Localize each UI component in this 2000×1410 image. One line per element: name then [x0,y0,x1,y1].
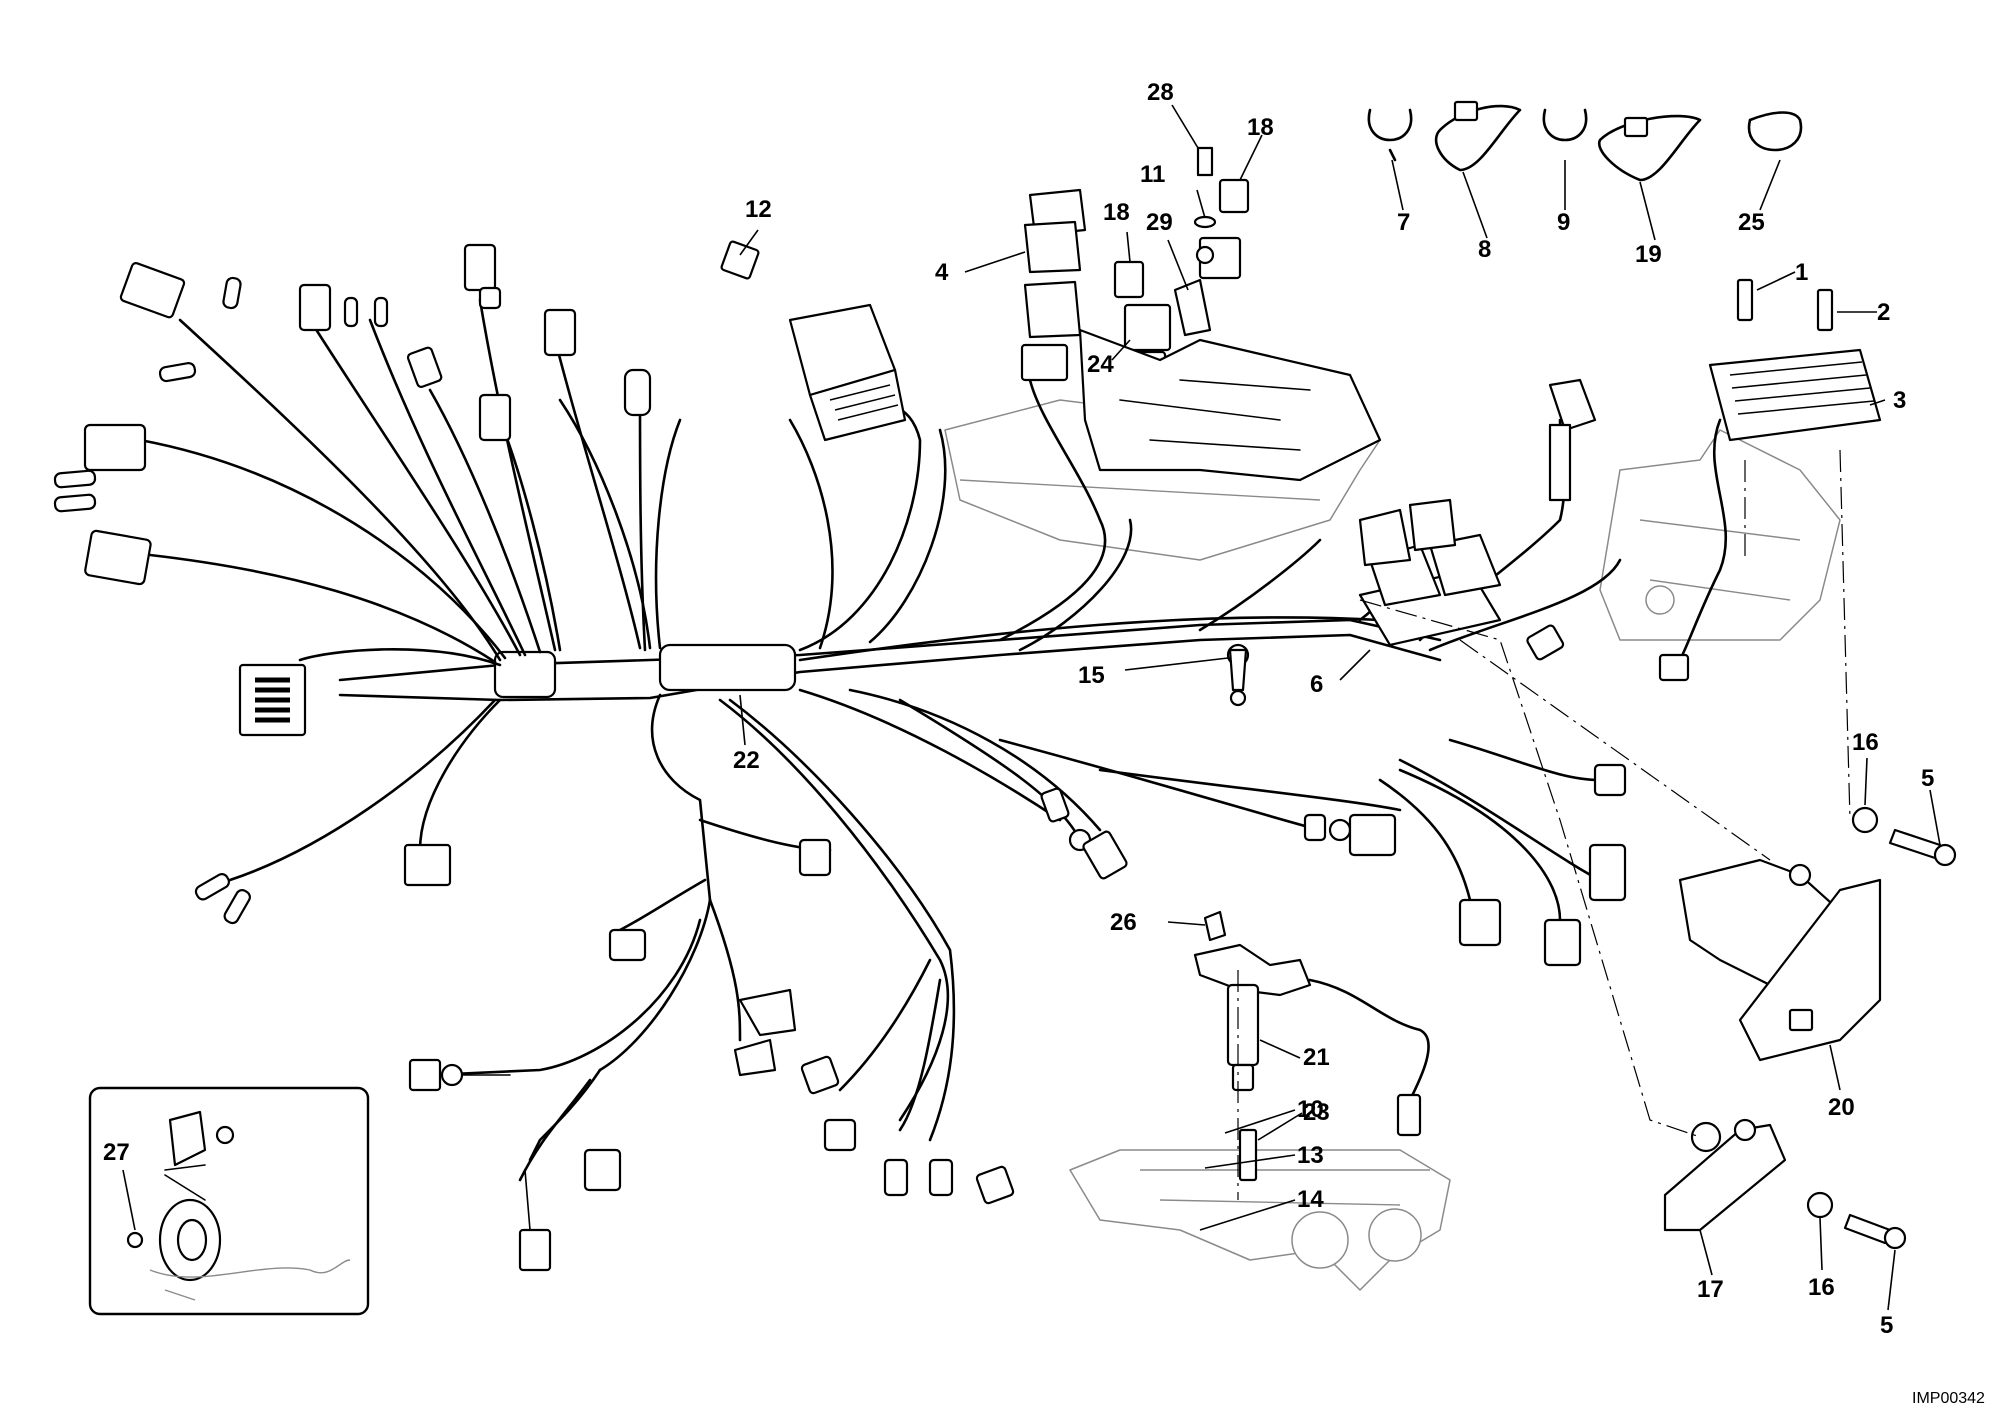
harness-sleeve-2 [658,643,797,692]
connector-lower-5 [583,1148,622,1192]
bolt-5b [1843,1213,1892,1245]
assembly-dash-lines [1237,449,1851,1200]
callout-14: 14 [1297,1186,1324,1213]
relay-fuse-group [720,146,1597,502]
screw-28 [1196,146,1214,177]
callout-10: 10 [1297,1096,1324,1123]
callout-2: 2 [1877,299,1890,326]
voltage-regulator [1658,278,1882,682]
callout-26: 26 [1110,909,1137,936]
callout-12: 12 [745,196,772,223]
callout-11: 11 [1140,161,1165,188]
connector-right-4 [1593,763,1627,797]
connector-left-2 [83,423,147,472]
callout-24: 24 [1087,351,1114,378]
connector-centre-1 [1082,830,1128,880]
callout-22: 22 [733,747,760,774]
callout-3: 3 [1893,387,1906,414]
callout-13: 13 [1297,1142,1324,1169]
callout-4: 4 [935,259,949,286]
callout-27: 27 [103,1139,130,1166]
relay-24 [1123,303,1172,352]
harness-connectors [53,243,1627,1272]
connector-right-2 [1543,918,1582,967]
diagram-reference-code: IMP00342 [1912,1390,1985,1407]
connector-right-1 [1458,898,1502,947]
connector-lower-4 [408,1058,442,1092]
part-18-left [1113,260,1145,299]
callout-7: 7 [1397,209,1410,236]
connector-top-6 [623,368,652,417]
connector-lower-1 [403,843,452,887]
callout-8: 8 [1478,236,1491,263]
callout-23: 23 [1303,1099,1330,1126]
spark-plug-23 [1238,1128,1258,1182]
connector-lower-2 [608,928,647,962]
screw-2 [1816,288,1834,332]
connector-top-left-1 [119,261,186,319]
callout-5-upper: 5 [1921,765,1934,792]
callout-6: 6 [1310,671,1323,698]
callout-18-left: 18 [1103,199,1130,226]
callout-15: 15 [1078,662,1105,689]
washer-11 [1193,215,1217,229]
connector-lower-3 [798,838,832,877]
nut-26 [1203,910,1227,942]
callout-18-right: 18 [1247,114,1274,141]
callout-labels: 1 2 3 4 5 5 6 7 8 9 10 11 12 13 14 15 16… [103,79,1934,1339]
cable-clips [1367,100,1803,182]
part-12 [720,240,760,280]
connector-centre-2 [1348,813,1397,857]
part-18-right [1218,178,1250,214]
horn-bracket [168,1110,207,1167]
callout-17: 17 [1697,1276,1724,1303]
brackets [1663,806,1957,1250]
screw-27 [126,1231,144,1249]
callout-20: 20 [1828,1094,1855,1121]
callout-25: 25 [1738,209,1765,236]
washer-16a [1851,806,1879,834]
connector-top-3 [463,243,497,292]
bracket-17 [1663,1123,1787,1232]
mounting-plate [1078,328,1382,482]
clip-9 [1542,108,1588,142]
callout-leaders [122,104,1941,1311]
bracket-29 [1173,278,1212,337]
connector-top-4 [543,308,577,357]
relay-box-6 [1226,498,1502,707]
callout-21: 21 [1303,1044,1330,1071]
clip-7 [1367,108,1413,142]
callout-16-lower: 16 [1808,1274,1835,1301]
callout-28: 28 [1147,79,1174,106]
ignition-coil [1193,910,1430,1182]
callout-1: 1 [1795,259,1808,286]
callout-5-lower: 5 [1880,1312,1893,1339]
tie-19 [1597,114,1702,182]
connector-left-3 [84,529,152,586]
connector-top-5 [478,393,512,442]
inset-frame [88,1086,370,1316]
screw-10 [215,1125,235,1145]
main-wiring-harness [138,298,1622,1182]
connector-right-3 [1588,843,1627,902]
callout-29: 29 [1146,209,1173,236]
callout-16-upper: 16 [1852,729,1879,756]
connector-top-right [1548,378,1597,432]
connector-top-2 [298,283,332,332]
bolt-5a [1888,828,1942,860]
callout-9: 9 [1557,209,1570,236]
fuse-holder-bottom [1023,280,1082,339]
coil-21 [1193,943,1312,997]
washer-16b [1806,1191,1834,1219]
screw-1 [1736,278,1754,322]
horn-inset [88,1086,370,1316]
callout-19: 19 [1635,241,1662,268]
clip-25 [1747,111,1803,152]
